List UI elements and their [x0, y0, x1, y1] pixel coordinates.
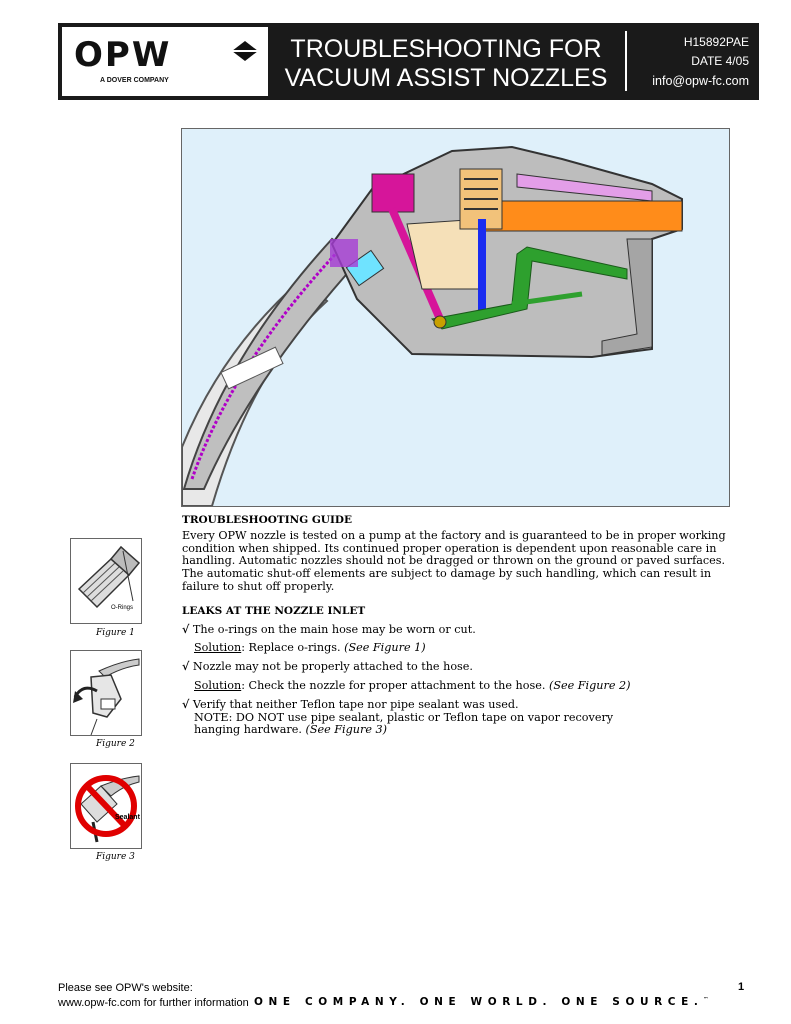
logo: OPW A DOVER COMPANY	[62, 27, 268, 96]
leak-note: NOTE: DO NOT use pipe sealant, plastic o…	[182, 710, 742, 738]
no-sealant-icon	[75, 775, 140, 843]
header-divider	[625, 31, 627, 91]
solution-2-text: : Check the nozzle for proper attachment…	[241, 678, 546, 692]
leaks-heading: LEAKS AT THE NOZZLE INLET	[182, 604, 366, 617]
leak-item-1: √ The o-rings on the main hose may be wo…	[182, 621, 742, 637]
leak-item-1-text: The o-rings on the main hose may be worn…	[192, 622, 476, 636]
figure-1-reference: (See Figure 1)	[344, 641, 426, 655]
logo-wordmark: OPW	[74, 35, 172, 75]
header-bar: OPW A DOVER COMPANY TROUBLESHOOTING FOR …	[58, 23, 759, 100]
tagline-text: ONE COMPANY. ONE WORLD. ONE SOURCE.	[254, 996, 704, 1008]
footer-website: Please see OPW's website: www.opw-fc.com…	[58, 981, 249, 1011]
title-line-2: VACUUM ASSIST NOZZLES	[284, 64, 608, 92]
note-text: NOTE: DO NOT use pipe sealant, plastic o…	[194, 710, 614, 724]
footer-line-1: Please see OPW's website:	[58, 982, 193, 994]
footer-tagline: ONE COMPANY. ONE WORLD. ONE SOURCE.™	[254, 996, 708, 1008]
contact-email: info@opw-fc.com	[652, 74, 749, 88]
figure-1-label: O-Rings	[111, 605, 134, 611]
logo-diamond-icon	[232, 41, 258, 61]
figure-2-caption: Figure 2	[96, 739, 135, 749]
figure-2-reference: (See Figure 2)	[548, 678, 631, 692]
leak-item-3: √ Verify that neither Teflon tape nor pi…	[182, 696, 742, 712]
figure-3-label: Sealant	[115, 814, 140, 821]
page-title: TROUBLESHOOTING FOR VACUUM ASSIST NOZZLE…	[276, 35, 616, 93]
trademark-mark: ™	[703, 996, 709, 1003]
figure-3-caption: Figure 3	[96, 852, 135, 862]
doc-date: DATE 4/05	[691, 54, 749, 68]
guide-heading: TROUBLESHOOTING GUIDE	[182, 514, 352, 526]
figure-1-caption: Figure 1	[96, 628, 135, 638]
nozzle-attach-icon	[73, 658, 140, 736]
solution-label: Solution	[194, 641, 242, 655]
solution-label: Solution	[194, 678, 242, 692]
footer-line-2: www.opw-fc.com for further information	[58, 997, 249, 1009]
check-icon: √	[182, 621, 190, 636]
check-icon: √	[182, 659, 190, 674]
logo-subtitle: A DOVER COMPANY	[100, 77, 169, 84]
figure-3-reference: (See Figure 3)	[305, 723, 388, 737]
leak-item-3-text: Verify that neither Teflon tape nor pipe…	[192, 697, 519, 711]
leak-item-2-text: Nozzle may not be properly attached to t…	[192, 660, 473, 674]
note-text-2: hanging hardware.	[194, 723, 302, 737]
leak-solution-2: Solution: Check the nozzle for proper at…	[182, 678, 742, 693]
check-icon: √	[182, 696, 190, 711]
fitting-orings-icon	[77, 545, 141, 609]
figure-2-box	[70, 650, 142, 736]
doc-number: H15892PAE	[683, 35, 749, 49]
figure-1-box: O-Rings	[70, 538, 142, 624]
figure-3-box: Sealant	[70, 763, 142, 849]
troubleshooting-content: TROUBLESHOOTING GUIDE Every OPW nozzle i…	[182, 514, 742, 737]
leak-item-2: √ Nozzle may not be properly attached to…	[182, 660, 742, 674]
solution-1-text: : Replace o-rings.	[241, 641, 341, 655]
page-number: 1	[738, 981, 745, 993]
leak-solution-1: Solution: Replace o-rings. (See Figure 1…	[182, 641, 742, 655]
nozzle-cutaway-diagram	[181, 128, 730, 507]
title-line-1: TROUBLESHOOTING FOR	[290, 35, 602, 63]
guide-body: Every OPW nozzle is tested on a pump at …	[182, 528, 726, 593]
nozzle-illustration	[181, 145, 683, 507]
